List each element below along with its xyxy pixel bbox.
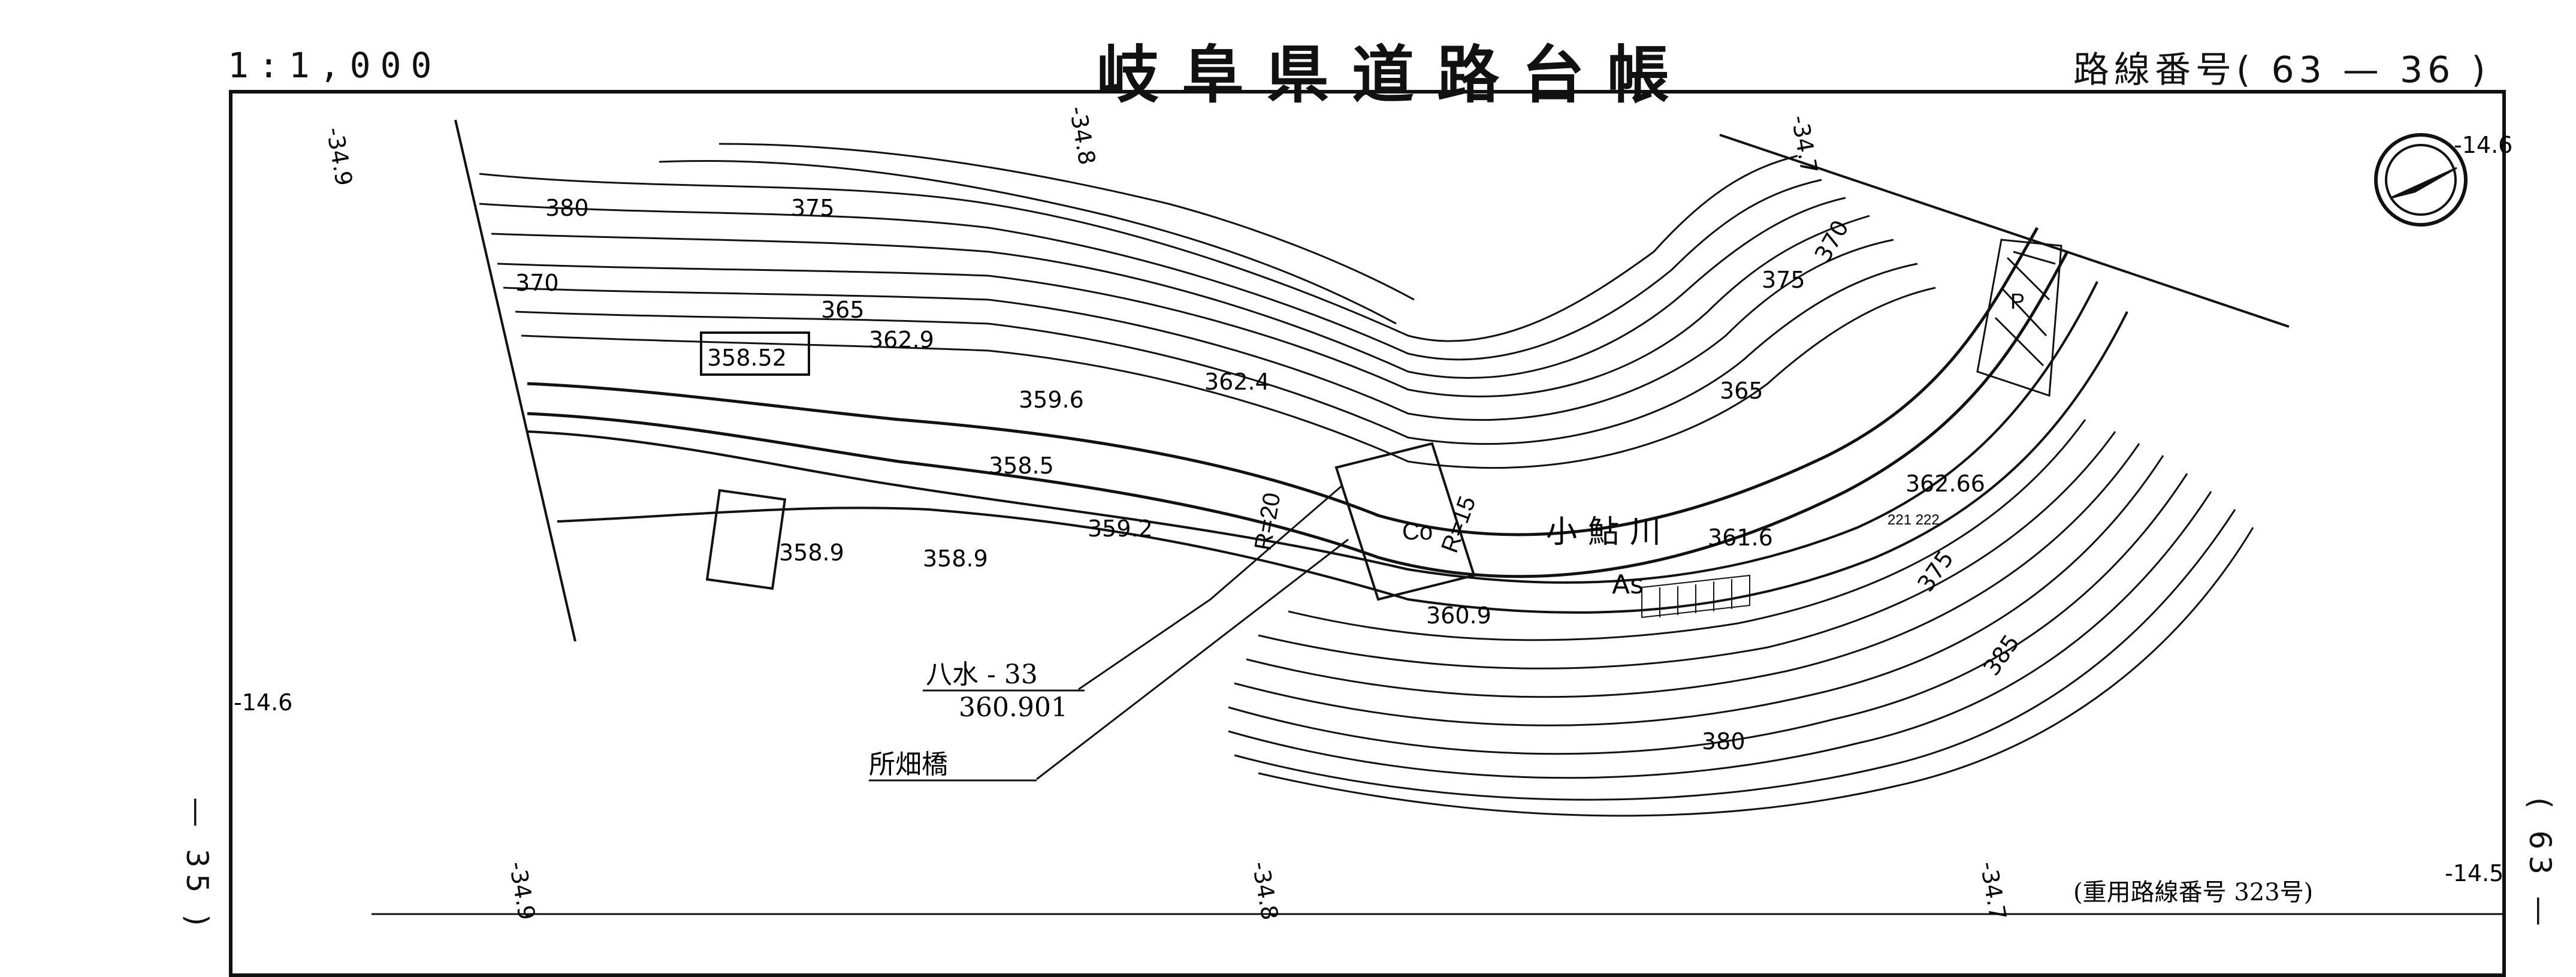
river-label: 小鮎川	[1546, 514, 1672, 550]
contours-south	[1228, 419, 2254, 817]
building-north	[700, 331, 810, 376]
contour-label: 375	[1912, 546, 1959, 597]
asphalt-area	[1641, 574, 1750, 619]
map-scale: 1:1,000	[228, 45, 442, 86]
route-number: 路線番号( 63 — 36 )	[2073, 49, 2490, 91]
contour-label: 385	[1978, 630, 2025, 681]
right-margin-label: ( 63 —	[2523, 797, 2557, 932]
benchmark-value: 360.901	[959, 692, 1068, 723]
road-map: -34.9 -34.8 -34.7 -34.9 -34.8 -34.7 -14.…	[234, 104, 2512, 922]
survey-boundary-left	[454, 119, 576, 642]
grid-label-right-top: -14.6	[2454, 132, 2512, 158]
spot-height: 358.52	[707, 345, 787, 371]
grid-label-top-left: -34.9	[321, 125, 357, 188]
page-title: 岐阜県道路台帳	[1097, 38, 1693, 111]
parking-label: P	[2010, 289, 2025, 313]
grid-label-top-right: -34.7	[1786, 113, 1822, 176]
contours-north	[479, 143, 1936, 469]
spot-height: 359.2	[1088, 515, 1153, 542]
river	[527, 281, 2128, 614]
spot-height: 362.66	[1905, 471, 1985, 497]
bridge-label: 所畑橋	[869, 749, 948, 780]
spot-height: 362.9	[869, 327, 934, 353]
contour-label: 370	[515, 270, 559, 296]
benchmark-leader	[1078, 484, 1343, 690]
spot-height: 361.6	[1708, 524, 1773, 551]
north-arrow-icon	[2374, 133, 2468, 227]
grid-label-bottom-right: -34.7	[1975, 860, 2011, 922]
bridge-leader	[1036, 538, 1349, 780]
spot-height: 359.6	[1019, 387, 1084, 413]
contour-label: 375	[791, 195, 835, 221]
contour-label: 380	[545, 195, 589, 221]
contour-label: 375	[1762, 267, 1805, 293]
spot-height: 362.4	[1204, 369, 1270, 395]
pole-tags: 221 222	[1888, 512, 1940, 528]
concrete-label: Co	[1402, 518, 1433, 545]
contour-label: 365	[1720, 378, 1763, 404]
spot-height: 358.9	[779, 539, 844, 566]
curve-radius-b: R=15	[1436, 493, 1481, 556]
benchmark-code: 八水 - 33	[926, 659, 1038, 690]
grid-label-bottom-left: -34.9	[504, 860, 540, 922]
asphalt-label: As	[1612, 569, 1644, 600]
road	[527, 227, 2069, 578]
grid-label-left: -14.6	[234, 689, 292, 716]
grid-label-right-bottom: -14.5	[2445, 860, 2503, 886]
left-margin-label: — 35 )	[180, 797, 215, 932]
spot-height: 358.9	[923, 545, 988, 572]
contour-label: 380	[1702, 728, 1745, 755]
bridge	[1334, 442, 1476, 601]
contour-label: 365	[821, 297, 865, 323]
related-route-label: (重用路線番号 323号)	[2073, 879, 2313, 906]
spot-height: 360.9	[1426, 602, 1491, 629]
spot-height: 358.5	[989, 453, 1054, 479]
parking-area	[1976, 239, 2062, 397]
grid-label-bottom-mid: -34.8	[1247, 860, 1283, 922]
building-south	[705, 488, 787, 590]
survey-boundary-right	[1719, 134, 2290, 328]
grid-label-top-mid: -34.8	[1064, 104, 1100, 167]
